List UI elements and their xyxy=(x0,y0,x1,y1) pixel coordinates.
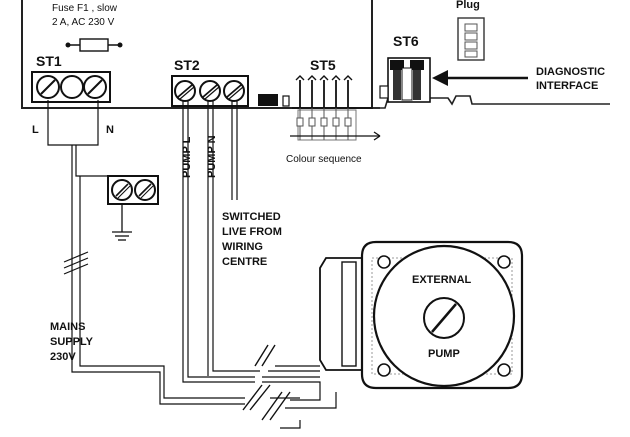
st2-terminal-block xyxy=(171,75,249,107)
mains-label-line3: 230V xyxy=(50,351,76,363)
st5-label: ST5 xyxy=(310,57,336,73)
st1-n-label: N xyxy=(106,124,114,136)
switched-live-line1: SWITCHED xyxy=(222,211,281,223)
st1-l-label: L xyxy=(32,124,39,136)
switched-live-line4: CENTRE xyxy=(222,256,267,268)
fuse-f1 xyxy=(65,38,123,52)
board-edge-right xyxy=(372,95,610,109)
switched-live-line3: WIRING xyxy=(222,241,263,253)
st1-terminal-block xyxy=(31,71,111,103)
colour-sequence-label: Colour sequence xyxy=(286,154,362,165)
pump-label-line2: PUMP xyxy=(428,348,460,360)
st5-connector xyxy=(290,75,381,141)
plug-label: Plug xyxy=(456,0,480,11)
mains-label-line1: MAINS xyxy=(50,321,85,333)
pump-n-label: PUMP N xyxy=(206,135,218,178)
st1-label: ST1 xyxy=(36,53,62,69)
board-component-small xyxy=(282,95,290,107)
st6-connector xyxy=(379,57,431,103)
st2-label: ST2 xyxy=(174,57,200,73)
fuse-label-line1: Fuse F1 , slow xyxy=(52,3,118,14)
diagnostic-arrow xyxy=(432,70,528,86)
plug-connector xyxy=(457,17,485,61)
earth-symbol xyxy=(112,204,132,241)
diagnostic-label-line2: INTERFACE xyxy=(536,80,598,92)
board-component xyxy=(258,94,278,106)
pump-label-line1: EXTERNAL xyxy=(412,274,472,286)
mains-label-line2: SUPPLY xyxy=(50,336,94,348)
mains-cable-marks xyxy=(63,251,89,275)
pump-l-label: PUMP L xyxy=(181,136,193,178)
fuse-label-line2: 2 A, AC 230 V xyxy=(52,17,115,28)
pump-cable xyxy=(262,365,337,429)
earth-terminal-block xyxy=(107,175,159,205)
pump-n-wire xyxy=(207,100,260,376)
switched-live-line2: LIVE FROM xyxy=(222,226,282,238)
switched-live-wire xyxy=(231,100,238,200)
pump-l-wire xyxy=(182,100,255,383)
diagnostic-label-line1: DIAGNOSTIC xyxy=(536,66,605,78)
control-board-outline xyxy=(21,0,373,109)
external-pump xyxy=(319,240,524,390)
st6-label: ST6 xyxy=(393,33,419,49)
cable-break-marks xyxy=(242,344,291,421)
